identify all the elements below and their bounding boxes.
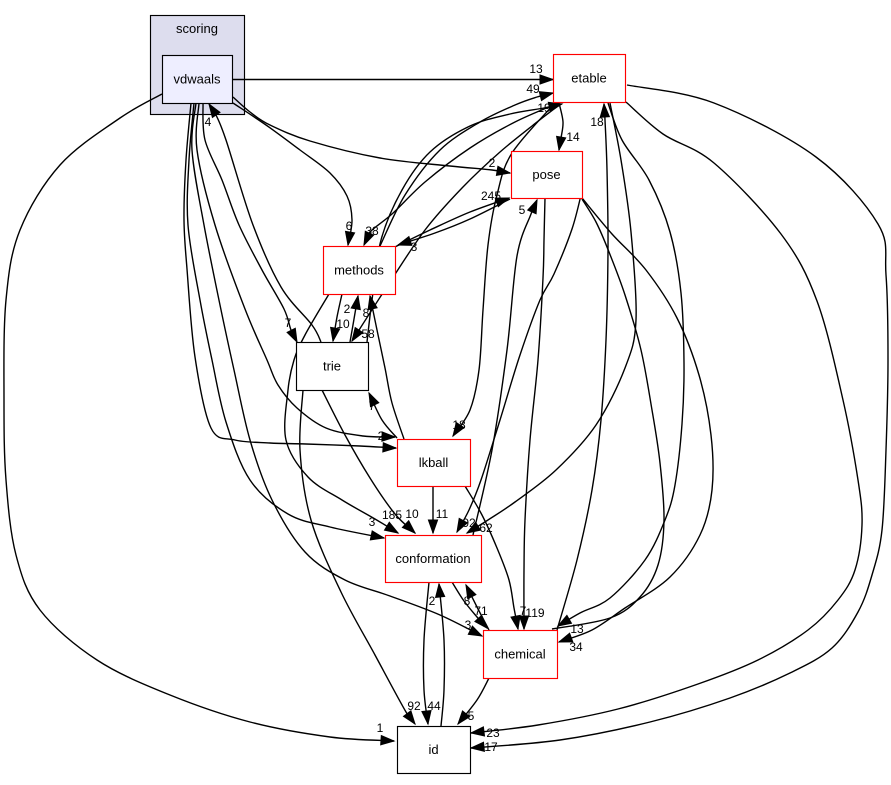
svg-text:3: 3 — [369, 515, 376, 529]
svg-text:4: 4 — [205, 115, 212, 129]
svg-text:19: 19 — [537, 101, 551, 115]
svg-text:2: 2 — [489, 156, 496, 170]
svg-text:1: 1 — [377, 721, 384, 735]
svg-text:7: 7 — [285, 316, 292, 330]
svg-text:8: 8 — [363, 306, 370, 320]
svg-text:2: 2 — [378, 429, 385, 443]
svg-text:185: 185 — [382, 508, 402, 522]
svg-text:10: 10 — [405, 507, 419, 521]
svg-text:8: 8 — [464, 594, 471, 608]
svg-text:119: 119 — [525, 606, 544, 620]
svg-text:id: id — [428, 742, 438, 757]
svg-text:scoring: scoring — [176, 21, 218, 36]
svg-text:2: 2 — [429, 594, 436, 608]
svg-text:vdwaals: vdwaals — [174, 72, 221, 87]
svg-text:92: 92 — [407, 699, 421, 713]
svg-text:methods: methods — [334, 263, 384, 278]
svg-text:lkball: lkball — [419, 455, 449, 470]
svg-text:49: 49 — [526, 82, 540, 96]
svg-text:11: 11 — [436, 507, 449, 521]
svg-text:3: 3 — [411, 240, 418, 254]
svg-text:18: 18 — [452, 418, 466, 432]
svg-text:chemical: chemical — [494, 647, 545, 662]
svg-text:6: 6 — [346, 219, 353, 233]
svg-text:5: 5 — [519, 203, 526, 217]
svg-text:pose: pose — [532, 167, 560, 182]
svg-text:2: 2 — [344, 302, 351, 316]
svg-text:17: 17 — [484, 740, 498, 754]
svg-text:5: 5 — [468, 709, 475, 723]
svg-text:7: 7 — [520, 604, 527, 618]
svg-text:13: 13 — [529, 62, 543, 76]
svg-text:trie: trie — [323, 359, 341, 374]
svg-text:18: 18 — [590, 115, 604, 129]
svg-text:38: 38 — [365, 224, 379, 238]
svg-text:7: 7 — [369, 399, 376, 413]
svg-text:3: 3 — [465, 618, 472, 632]
svg-text:10: 10 — [336, 317, 350, 331]
svg-text:44: 44 — [427, 699, 441, 713]
svg-text:34: 34 — [569, 640, 583, 654]
svg-text:14: 14 — [566, 130, 580, 144]
svg-text:etable: etable — [571, 71, 606, 86]
svg-text:23: 23 — [486, 726, 500, 740]
svg-text:conformation: conformation — [395, 551, 470, 566]
